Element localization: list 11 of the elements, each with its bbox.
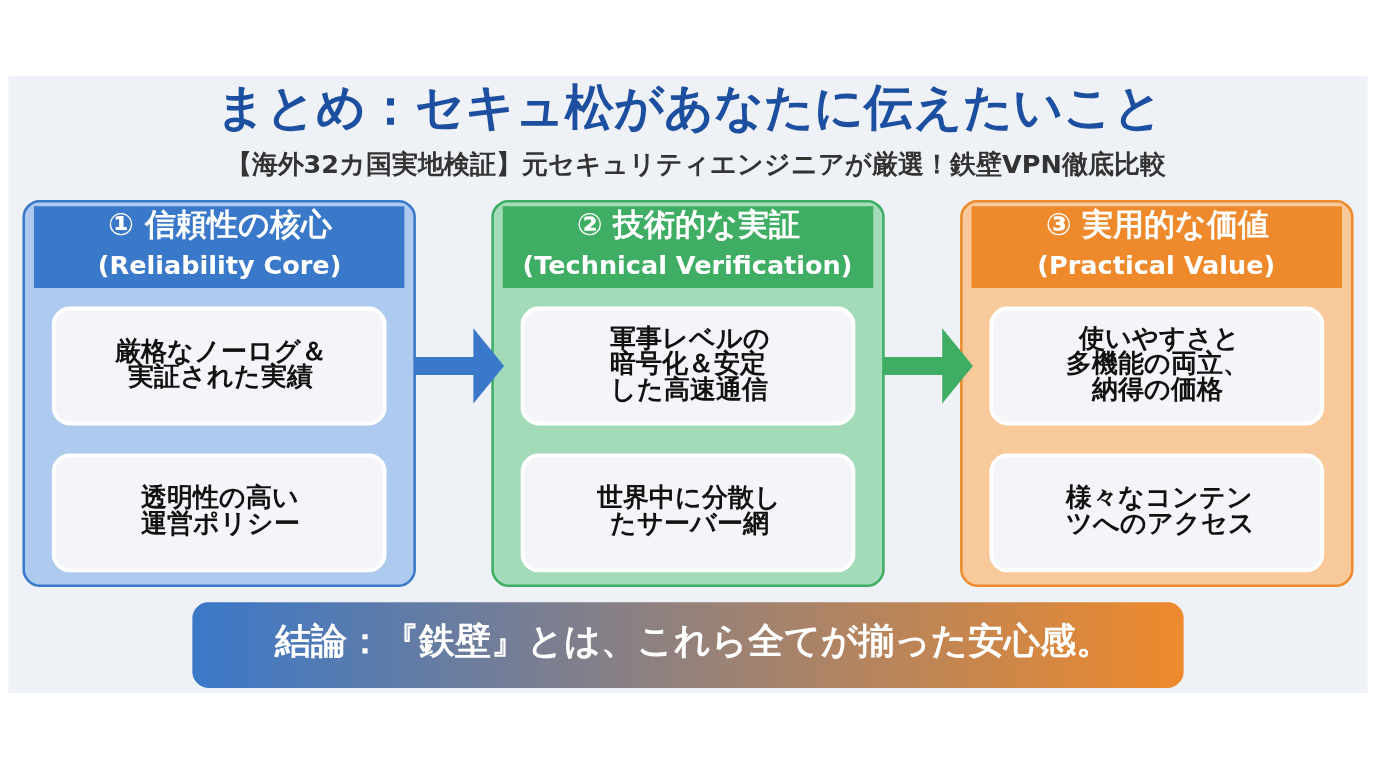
node-box: 透明性の高い運営ポリシー (51, 453, 387, 572)
label: 【海外32カ国実地検証】元セキュリティエンジニアが厳選！鉄壁VPN徹底比較 (225, 148, 1166, 179)
arrow (414, 327, 505, 404)
node-box: 軍事レベルの暗号化＆安定した高速通信 (520, 306, 856, 425)
node-box: 使いやすさと多機能の両立、納得の価格 (989, 306, 1325, 425)
node-box: 結論：『鉄壁』とは、これら全てが揃った安心感。 (192, 601, 1184, 688)
diagram-title: まとめ：セキュ松があなたに伝えたいこと (215, 78, 1163, 135)
arrow (883, 327, 973, 404)
node-box: 世界中に分散したサーバー網 (520, 453, 856, 572)
node-box: 厳格なノーログ＆実証された実績 (51, 306, 387, 425)
node-box: 様々なコンテンツへのアクセス (989, 453, 1325, 572)
